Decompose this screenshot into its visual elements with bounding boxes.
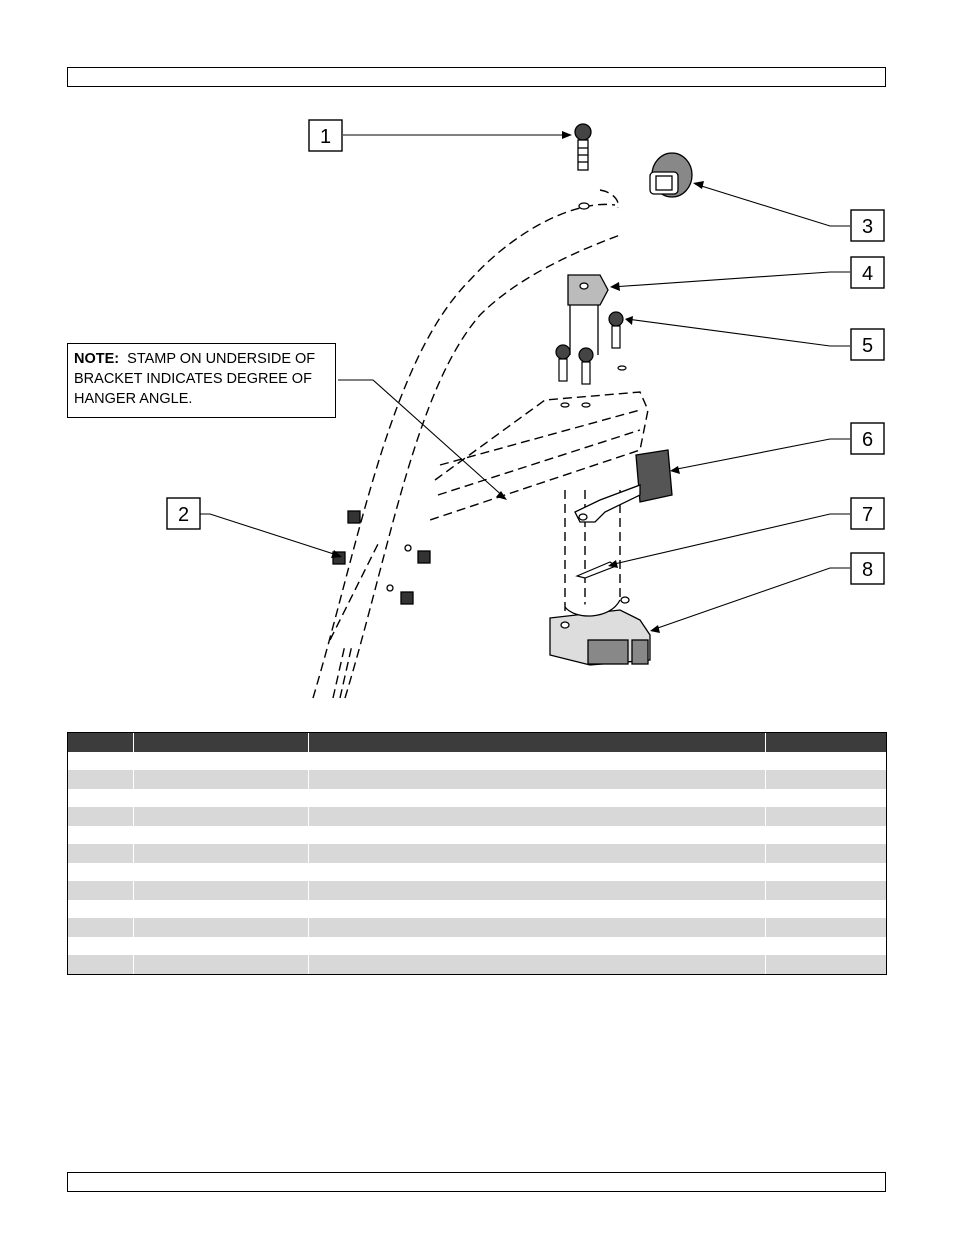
part-bracket-4 [567,274,609,355]
callout-5-label: 5 [862,335,873,357]
part-receiver-8 [549,596,651,666]
callout-4: 4 [850,256,885,289]
callout-8-label: 8 [862,559,873,581]
table-row [68,770,886,789]
part-cap-3 [649,152,693,198]
table-row [68,789,886,808]
table-row [68,918,886,937]
callout-3: 3 [850,209,885,242]
note-text: STAMP ON UNDERSIDE OF BRACKET INDICATES … [74,351,316,407]
table-row [68,807,886,826]
table-row [68,863,886,882]
table-column-divider [133,733,134,974]
exploded-parts-diagram: 1 2 3 4 5 6 7 [0,100,954,710]
callout-4-label: 4 [862,263,873,285]
callout-2: 2 [166,497,201,530]
page-header-bar [67,67,886,87]
table-row [68,937,886,956]
callout-7: 7 [850,497,885,530]
callout-6: 6 [850,422,885,455]
table-column-divider [765,733,766,974]
table-row [68,826,886,845]
callout-boxes: 1 2 3 4 5 6 7 [166,119,885,585]
part-pad-6 [574,449,673,523]
hanger-tube-outline [312,189,649,699]
callout-6-label: 6 [862,429,873,451]
part-screw-1 [574,123,592,210]
callout-2-label: 2 [178,504,189,526]
callout-5: 5 [850,328,885,361]
table-row [68,752,886,771]
parts-table [67,732,887,975]
leader-arrowheads [331,131,704,633]
note-box: NOTE: STAMP ON UNDERSIDE OF BRACKET INDI… [67,343,336,418]
callout-8: 8 [850,552,885,585]
page-footer-bar [67,1172,886,1192]
table-row [68,900,886,919]
callout-7-label: 7 [862,504,873,526]
table-row [68,844,886,863]
callout-1: 1 [308,119,343,152]
callout-1-label: 1 [320,126,331,148]
table-header-row [68,733,886,752]
part-setscrews-2 [332,510,431,605]
table-column-divider [308,733,309,974]
part-screws-5 [555,311,627,408]
note-label: NOTE: [74,351,120,367]
table-row [68,955,886,974]
callout-3-label: 3 [862,216,873,238]
table-row [68,881,886,900]
